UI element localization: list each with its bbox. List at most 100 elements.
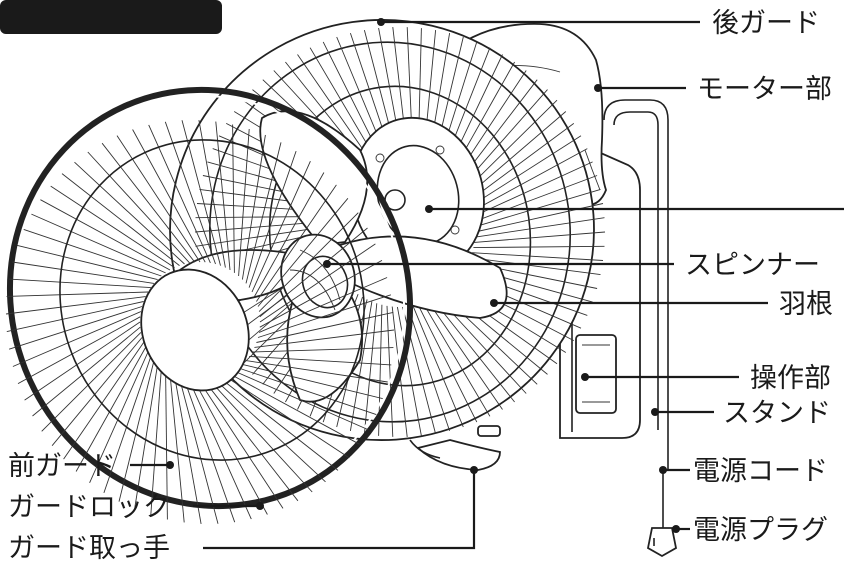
leader-motor — [594, 84, 686, 92]
front-guard-spoke — [189, 380, 252, 520]
front-guard-spoke — [32, 326, 141, 417]
rear-guard-spoke — [417, 304, 478, 423]
label-control: 操作部 — [750, 363, 831, 394]
front-guard-spoke — [232, 124, 235, 273]
front-guard-spoke — [256, 311, 394, 343]
label-rear-guard: 後ガード — [712, 8, 820, 39]
label-power-plug: 電源プラグ — [693, 515, 828, 546]
front-guard-spoke — [179, 378, 219, 524]
front-guard-spoke — [198, 120, 226, 268]
front-guard-spoke — [31, 213, 166, 274]
power-cord-illustration — [646, 470, 678, 558]
front-guard-spoke — [50, 185, 175, 268]
front-guard-spoke — [101, 142, 196, 263]
front-guard-spoke — [8, 278, 151, 289]
front-guard-spoke — [234, 370, 369, 431]
front-guard-spoke — [257, 198, 349, 307]
rear-guard-spoke — [386, 305, 394, 437]
control-panel-illustration — [575, 334, 617, 414]
front-guard-spoke — [251, 347, 394, 353]
label-blade: 羽根 — [779, 289, 833, 320]
front-guard-spoke — [251, 161, 311, 293]
rear-guard-spoke — [470, 135, 582, 207]
guard-handle-illustration — [409, 425, 501, 471]
front-guard-spoke — [254, 172, 325, 297]
leader-power-cord — [659, 466, 690, 474]
leader-guard-lock — [193, 502, 264, 510]
front-guard-spoke — [134, 364, 159, 510]
leader-spinner — [323, 260, 674, 268]
front-guard-spoke — [245, 360, 388, 383]
rear-guard-spoke — [474, 217, 605, 238]
label-motor: モーター部 — [697, 74, 832, 105]
front-guard-spoke — [215, 379, 326, 483]
front-guard-spoke — [194, 381, 268, 515]
rear-guard-spoke — [407, 306, 451, 432]
rear-guard-spoke — [473, 245, 605, 249]
front-guard-spoke — [6, 291, 149, 297]
front-guard-spoke — [174, 376, 202, 524]
front-guard-spoke — [40, 199, 171, 271]
front-guard-spoke — [17, 316, 141, 384]
leader-control — [581, 373, 739, 381]
front-guard-spoke — [254, 329, 395, 348]
front-guard-spoke — [229, 373, 360, 445]
front-guard-spoke — [89, 351, 149, 483]
spinner-illustration — [280, 233, 356, 319]
leader-stand — [651, 408, 714, 416]
front-guard-spoke — [169, 373, 185, 523]
front-guard-spoke — [103, 356, 152, 494]
leader-unlabeled — [425, 205, 844, 213]
front-guard-spoke — [210, 380, 313, 493]
front-guard-spoke — [259, 260, 383, 328]
rear-guard-spoke — [472, 252, 604, 261]
rear-guard-spoke — [195, 226, 326, 247]
front-guard-spoke — [6, 301, 144, 333]
rear-guard-spoke — [471, 148, 588, 212]
front-guard-spoke — [258, 277, 388, 333]
rear-guard-spoke — [363, 303, 378, 434]
front-guard-spoke — [23, 228, 162, 277]
front-guard-spoke — [242, 363, 383, 400]
front-guard-spoke — [63, 342, 144, 460]
label-spinner: スピンナー — [685, 250, 820, 281]
front-guard-spoke — [249, 355, 392, 366]
label-guard-handle: ガード取っ手 — [8, 533, 170, 562]
fan-illustration — [5, 19, 678, 558]
rear-guard-spoke — [396, 306, 422, 436]
front-guard-spoke — [12, 261, 155, 284]
front-guard-spoke — [41, 332, 142, 432]
power-plug-illustration — [646, 527, 678, 558]
front-guard-spoke — [61, 173, 180, 266]
front-guard-badge — [140, 268, 250, 392]
front-guard-spoke — [257, 294, 392, 338]
rear-guard-spoke — [468, 123, 575, 202]
front-guard-spoke — [116, 135, 201, 263]
label-front-guard: 前ガード — [8, 451, 116, 482]
front-guard-spoke — [165, 371, 168, 520]
front-guard-spoke — [238, 128, 250, 277]
rear-guard-spoke — [412, 305, 464, 428]
front-guard-spoke — [132, 129, 206, 263]
front-guard-spoke — [8, 306, 143, 350]
front-guard-spoke — [12, 311, 142, 367]
front-guard-spoke — [17, 244, 158, 281]
front-guard-illustration — [5, 86, 414, 524]
section-header — [0, 0, 222, 34]
front-guard-spoke — [258, 212, 359, 312]
front-guard-spoke — [256, 184, 337, 302]
leader-guard-handle — [203, 466, 478, 550]
front-guard-spoke — [87, 151, 190, 264]
label-guard-lock: ガードロック — [8, 492, 170, 523]
front-guard-spoke — [199, 381, 284, 509]
rear-guard-spoke — [432, 299, 515, 403]
label-power-cord: 電源コード — [693, 456, 828, 487]
rear-guard-spoke — [465, 111, 567, 198]
front-guard-spoke — [51, 337, 143, 446]
front-guard-spoke — [259, 227, 368, 318]
front-guard-spoke — [164, 121, 216, 265]
front-guard-spoke — [150, 367, 162, 516]
front-guard-spoke — [24, 321, 141, 401]
front-guard-spoke — [241, 134, 266, 280]
